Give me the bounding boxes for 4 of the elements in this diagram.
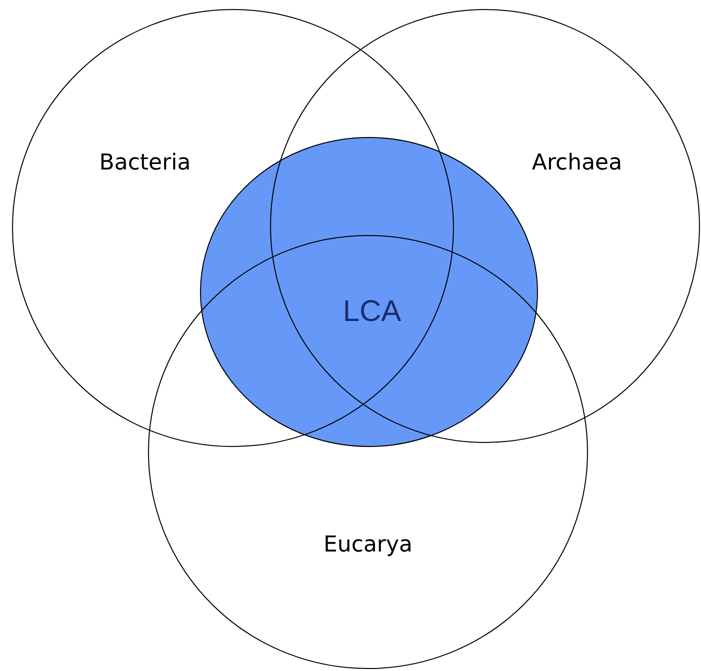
circle-label: Bacteria	[99, 150, 191, 176]
circle-label: Archaea	[532, 150, 622, 176]
circle-label: Eucarya	[324, 532, 412, 558]
circle-label: LCA	[342, 295, 402, 329]
